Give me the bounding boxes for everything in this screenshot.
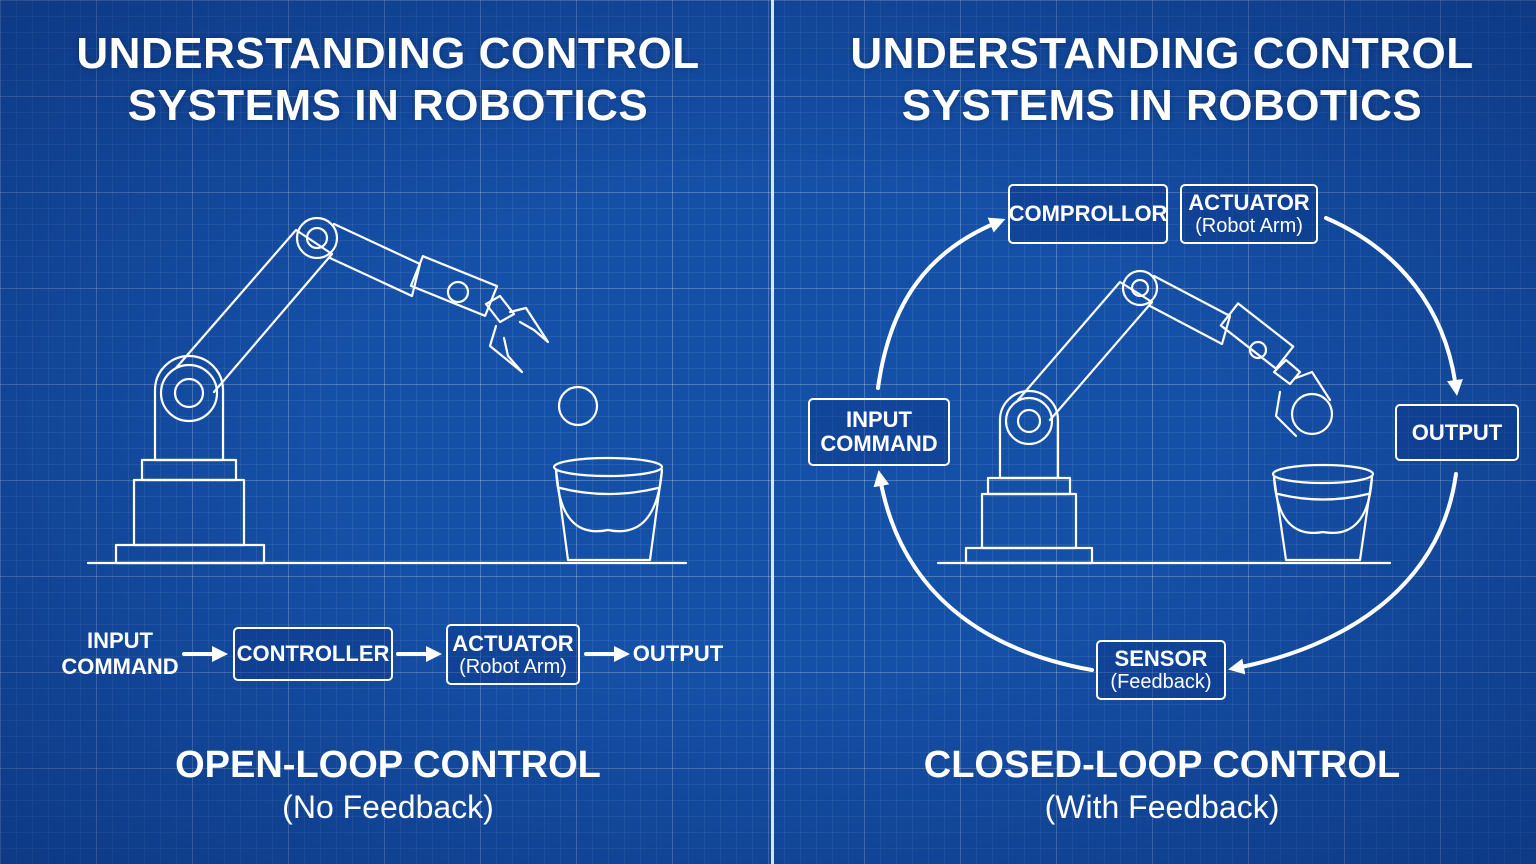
left-actuator-label: ACTUATOR	[452, 630, 574, 656]
closed-loop-heading: CLOSED-LOOP CONTROL	[923, 744, 1401, 786]
loop-arrow-sensor-to-input	[873, 470, 1094, 672]
left-elbow-joint	[295, 216, 339, 260]
right-robot-arm-icon	[936, 269, 1392, 565]
left-gripper-finger-lower	[488, 324, 524, 374]
right-input-line1: INPUT	[846, 407, 912, 432]
right-footer: CLOSED-LOOP CONTROL (With Feedback)	[812, 742, 1512, 826]
open-loop-subheading: (No Feedback)	[282, 789, 494, 825]
right-robot-base-plate	[964, 546, 1094, 565]
left-robot-base	[132, 478, 246, 547]
left-output-label: OUTPUT	[632, 641, 724, 666]
left-input-line1: INPUT	[87, 628, 153, 653]
right-title-line2: SYSTEMS IN ROBOTICS	[901, 81, 1423, 130]
right-held-ball	[1290, 392, 1334, 436]
panel-divider	[771, 0, 774, 864]
left-actuator-box: ACTUATOR (Robot Arm)	[446, 624, 580, 685]
left-footer: OPEN-LOOP CONTROL (No Feedback)	[38, 742, 738, 826]
left-title-line2: SYSTEMS IN ROBOTICS	[127, 81, 649, 130]
right-sensor-box: SENSOR (Feedback)	[1096, 640, 1226, 700]
right-gripper-mount	[1272, 358, 1302, 386]
open-loop-heading: OPEN-LOOP CONTROL	[175, 744, 601, 786]
right-robot-base-cap	[986, 476, 1072, 496]
right-controller-box: COMPROLLOR	[1008, 184, 1168, 244]
left-title: UNDERSTANDING CONTROL SYSTEMS IN ROBOTIC…	[38, 28, 738, 132]
right-upper-arm	[1016, 280, 1154, 422]
left-controller-box: CONTROLLER	[233, 627, 393, 681]
left-ball	[557, 385, 599, 427]
left-shoulder-joint	[159, 363, 219, 423]
right-input-command-box: INPUT COMMAND	[808, 398, 950, 466]
left-wrist	[409, 255, 499, 317]
left-forearm	[328, 222, 422, 298]
right-robot-base	[980, 492, 1078, 550]
loop-arrow-output-to-sensor	[1228, 472, 1458, 675]
right-robot-column	[998, 389, 1060, 480]
left-robot-arm-icon	[86, 216, 688, 565]
right-actuator-sublabel: (Robot Arm)	[1195, 215, 1303, 237]
right-title: UNDERSTANDING CONTROL SYSTEMS IN ROBOTIC…	[812, 28, 1512, 132]
right-input-line2: COMMAND	[820, 431, 938, 456]
right-output-box: OUTPUT	[1395, 404, 1519, 461]
left-wrist-joint	[446, 280, 470, 304]
right-forearm	[1148, 274, 1232, 346]
right-sensor-label: SENSOR	[1114, 646, 1208, 671]
left-input-line2: COMMAND	[61, 654, 179, 679]
right-title-line1: UNDERSTANDING CONTROL	[850, 29, 1474, 78]
right-actuator-box: ACTUATOR (Robot Arm)	[1180, 184, 1318, 244]
right-elbow-joint	[1121, 269, 1159, 307]
right-sensor-sublabel: (Feedback)	[1110, 671, 1212, 693]
left-robot-base-cap	[140, 458, 238, 482]
right-bucket-icon	[1271, 463, 1375, 562]
left-gripper-mount	[484, 294, 516, 324]
right-wrist	[1219, 302, 1295, 370]
left-robot-base-plate	[114, 543, 266, 565]
left-shoulder-joint-inner	[173, 377, 205, 409]
left-gripper-finger-upper	[508, 306, 550, 344]
left-controller-label: CONTROLLER	[236, 641, 390, 666]
loop-arrow-actuator-to-output	[1324, 216, 1463, 396]
right-gripper-finger-upper	[1294, 370, 1332, 402]
right-gripper-finger-lower	[1274, 390, 1298, 438]
right-controller-label: COMPROLLOR	[1008, 201, 1168, 226]
loop-arrow-input-to-controller	[876, 217, 1006, 390]
left-upper-arm	[174, 228, 334, 394]
right-shoulder-joint	[1004, 396, 1054, 446]
right-actuator-label: ACTUATOR	[1188, 190, 1310, 215]
left-title-line1: UNDERSTANDING CONTROL	[76, 29, 700, 78]
right-output-label: OUTPUT	[1411, 419, 1503, 445]
left-actuator-sublabel: (Robot Arm)	[459, 655, 567, 678]
left-input-command-label: INPUT COMMAND	[60, 628, 180, 680]
closed-loop-subheading: (With Feedback)	[1044, 789, 1280, 825]
right-wrist-joint	[1248, 340, 1268, 360]
left-bucket-icon	[552, 456, 664, 562]
